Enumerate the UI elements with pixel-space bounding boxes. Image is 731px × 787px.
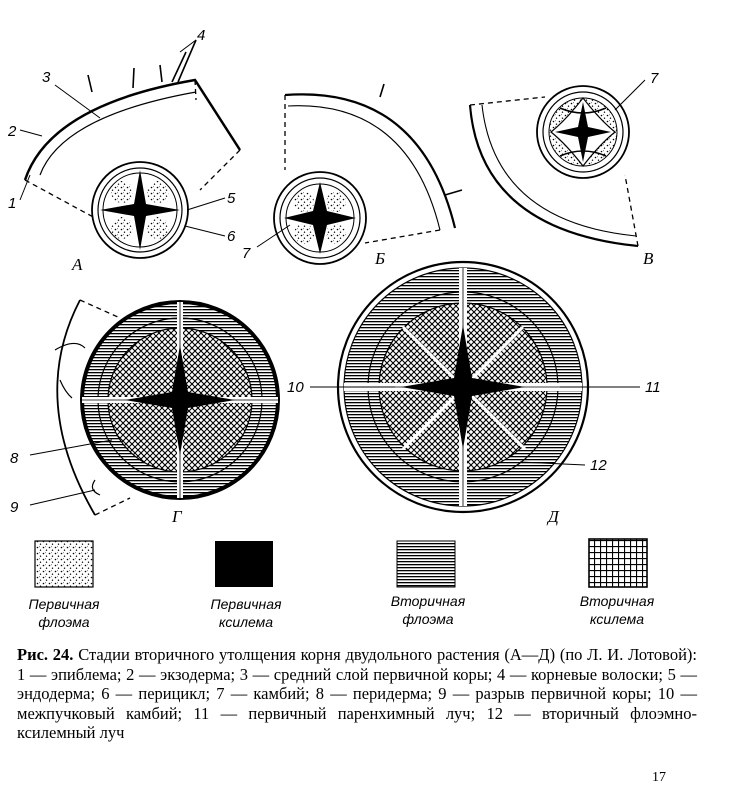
- label-5: 5: [227, 190, 236, 207]
- caption-heading: Рис. 24.: [17, 645, 74, 664]
- legend-swatch-primary-xylem: [215, 541, 273, 587]
- legend-swatch-secondary-phloem: [396, 540, 456, 588]
- page-number: 17: [652, 770, 666, 785]
- label-7-b: 7: [242, 245, 251, 262]
- stage-d-diagram: [336, 260, 590, 514]
- legend-swatch-primary-phloem: [34, 540, 94, 588]
- legend-swatch-secondary-xylem: [588, 538, 648, 588]
- label-11: 11: [645, 379, 661, 396]
- legend-label-3a: Вторичная: [391, 593, 466, 609]
- label-6: 6: [227, 228, 236, 245]
- stage-label-g: Г: [171, 507, 183, 526]
- legend-label-2b: ксилема: [219, 614, 273, 630]
- label-10: 10: [287, 379, 304, 396]
- figure-caption: Рис. 24. Стадии вторичного утолщения кор…: [17, 645, 697, 743]
- legend-label-1b: флоэма: [38, 614, 89, 630]
- label-9: 9: [10, 499, 19, 516]
- caption-text: Стадии вторичного утолщения корня двудол…: [17, 645, 697, 742]
- stage-label-b: Б: [374, 249, 385, 268]
- legend-label-1a: Первичная: [28, 596, 100, 612]
- legend-label-4a: Вторичная: [580, 593, 655, 609]
- label-1: 1: [8, 195, 16, 212]
- legend-label-4b: ксилема: [590, 611, 644, 627]
- stage-g-diagram: [54, 299, 280, 516]
- label-2: 2: [7, 123, 17, 140]
- legend-label-3b: флоэма: [402, 611, 453, 627]
- label-12: 12: [590, 457, 607, 474]
- label-7-v: 7: [650, 70, 659, 87]
- label-8: 8: [10, 450, 19, 467]
- stage-v-diagram: [468, 85, 639, 248]
- label-3: 3: [42, 69, 51, 86]
- legend-label-2a: Первичная: [210, 596, 282, 612]
- legend: Первичная флоэма Первичная ксилема Втори…: [28, 538, 655, 630]
- stage-label-d: Д: [546, 507, 560, 526]
- leader-lines: [19, 39, 646, 506]
- label-4: 4: [197, 27, 205, 44]
- stage-label-v: В: [643, 249, 654, 268]
- stage-b-diagram: [273, 83, 463, 265]
- stage-label-a: А: [71, 255, 83, 274]
- stage-a-diagram: [23, 39, 242, 259]
